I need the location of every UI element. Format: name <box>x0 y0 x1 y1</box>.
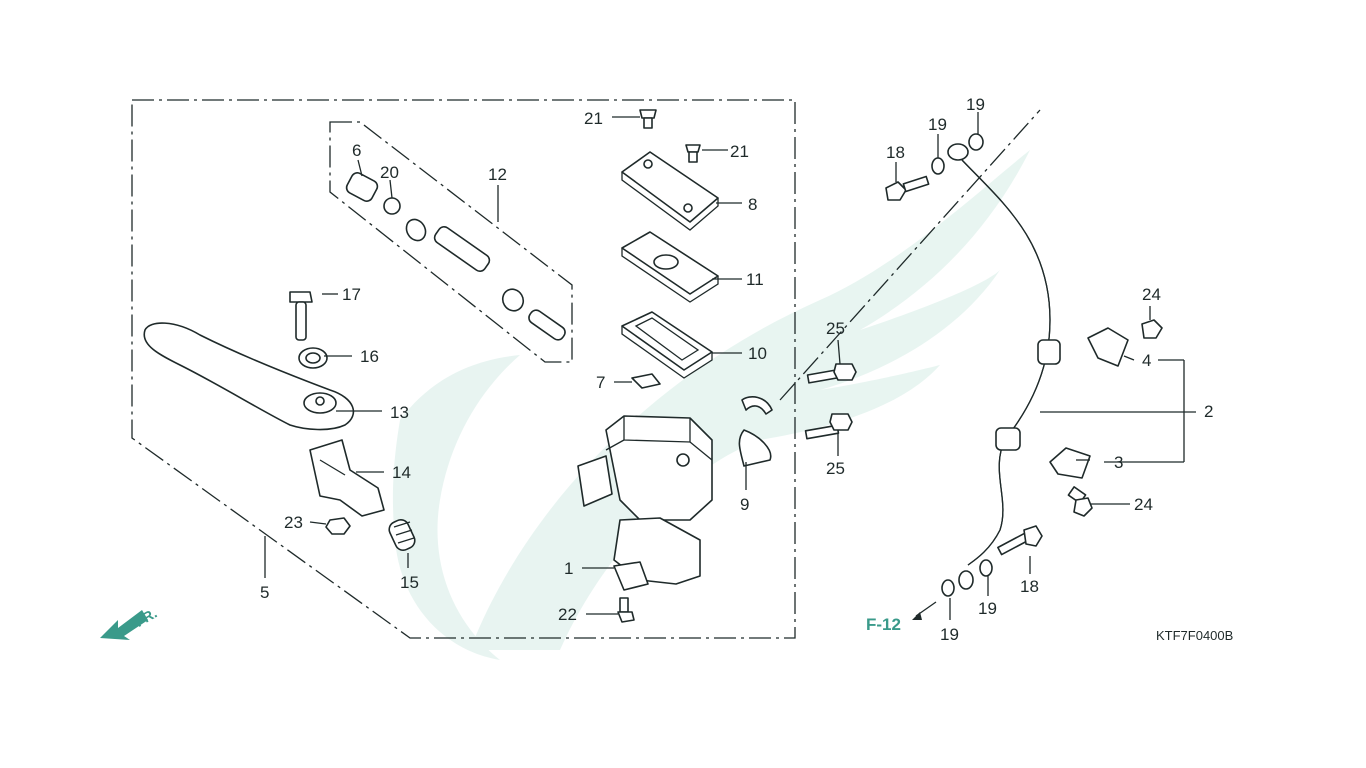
label-7: 7 <box>596 373 605 392</box>
label-16: 16 <box>360 347 379 366</box>
label-5: 5 <box>260 583 269 602</box>
nut <box>325 517 351 535</box>
label-17: 17 <box>342 285 361 304</box>
lever-spring <box>298 347 328 369</box>
reservoir-cap <box>621 151 719 231</box>
label-19-top-right: 19 <box>966 95 985 114</box>
banjo-bolts-and-washers <box>885 133 1043 597</box>
reference-f12: F-12 <box>866 601 937 634</box>
label-15: 15 <box>400 573 419 592</box>
label-13: 13 <box>390 403 409 422</box>
label-4: 4 <box>1142 351 1151 370</box>
label-19-top-left: 19 <box>928 115 947 134</box>
pivot-bolt <box>289 291 313 341</box>
label-9: 9 <box>740 495 749 514</box>
label-19-bottom-left: 19 <box>940 625 959 644</box>
master-cylinder-body <box>577 415 713 591</box>
label-2: 2 <box>1204 402 1213 421</box>
lever-bracket <box>309 439 385 517</box>
reference-label: F-12 <box>866 615 901 634</box>
stop-switch <box>631 373 661 389</box>
label-10: 10 <box>748 344 767 363</box>
label-14: 14 <box>392 463 411 482</box>
brake-hose <box>947 143 1061 566</box>
label-18-top: 18 <box>886 143 905 162</box>
assembly-outline <box>131 99 1041 639</box>
label-21-top: 21 <box>584 109 603 128</box>
label-19-bottom-right: 19 <box>978 599 997 618</box>
piston-kit <box>345 172 566 341</box>
label-24-top: 24 <box>1142 285 1161 304</box>
watermark-wing-logo <box>392 150 1030 660</box>
mount-bolt <box>617 597 635 623</box>
label-24-bottom: 24 <box>1134 495 1153 514</box>
diaphragm <box>621 311 713 379</box>
handlebar-holder <box>738 396 773 467</box>
label-1: 1 <box>564 559 573 578</box>
brake-lever <box>143 322 355 431</box>
label-20: 20 <box>380 163 399 182</box>
label-8: 8 <box>748 195 757 214</box>
label-6: 6 <box>352 141 361 160</box>
compression-spring <box>388 519 416 551</box>
label-18-bottom: 18 <box>1020 577 1039 596</box>
label-12: 12 <box>488 165 507 184</box>
label-11: 11 <box>746 270 764 289</box>
diagram-code: KTF7F0400B <box>1156 628 1233 643</box>
diaphragm-plate <box>621 231 719 303</box>
label-22: 22 <box>558 605 577 624</box>
label-23: 23 <box>284 513 303 532</box>
cap-screws <box>639 109 701 163</box>
label-3: 3 <box>1114 453 1123 472</box>
part-labels: 1 2 3 4 5 6 7 8 9 10 11 12 13 14 15 16 1… <box>260 95 1233 644</box>
front-direction-arrow: FR. <box>100 605 160 640</box>
label-25-top: 25 <box>826 319 845 338</box>
hose-clamps <box>1049 319 1163 517</box>
label-25-bottom: 25 <box>826 459 845 478</box>
label-21-right: 21 <box>730 142 749 161</box>
holder-bolts <box>804 363 857 440</box>
leader-lines <box>264 112 1196 620</box>
